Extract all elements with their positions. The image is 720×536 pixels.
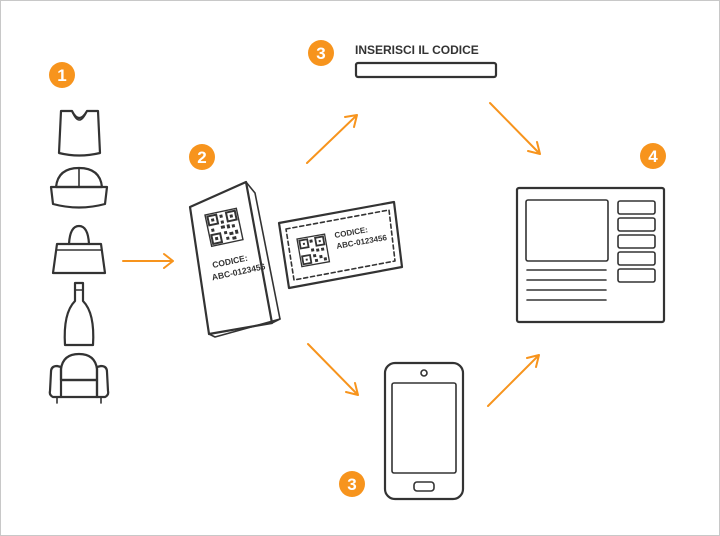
svg-text:3: 3 (347, 475, 356, 494)
code-input-field (354, 61, 498, 79)
svg-text:1: 1 (57, 66, 66, 85)
handbag-icon (51, 224, 107, 275)
step-1-badge: 1 (49, 62, 75, 88)
result-menu-button (617, 234, 656, 249)
tag-qr-code (296, 233, 331, 268)
svg-text:3: 3 (316, 44, 325, 63)
tshirt-icon (57, 109, 102, 157)
armchair-icon (48, 352, 110, 404)
bottle-icon (63, 281, 95, 347)
arrow-products-to-certificate (122, 253, 174, 269)
tag-code: CODICE: ABC-0123456 (334, 225, 388, 251)
result-text-lines (526, 269, 607, 301)
certificate-qr-code (204, 207, 244, 248)
certificate-code: CODICE: ABC-0123456 (211, 253, 266, 283)
arrow-phone-to-result (487, 354, 540, 407)
result-webpage (515, 186, 666, 324)
step-3-badge-mobile: 3 (339, 471, 365, 497)
step-2-badge: 2 (189, 144, 215, 170)
smartphone-icon (383, 361, 465, 501)
result-image-placeholder (525, 199, 609, 262)
result-menu-button (617, 268, 656, 283)
cap-icon (49, 166, 109, 209)
product-tag (277, 200, 404, 290)
step-3-badge-web: 3 (308, 40, 334, 66)
arrow-certificate-to-web-code (306, 114, 358, 164)
certificate-booklet (188, 180, 281, 338)
result-menu-button (617, 251, 656, 266)
result-menu-button (617, 217, 656, 232)
svg-text:4: 4 (648, 147, 658, 166)
result-menu-button (617, 200, 656, 215)
step-4-badge: 4 (640, 143, 666, 169)
arrow-certificate-to-phone (307, 343, 359, 396)
code-entry-label: INSERISCI IL CODICE (355, 43, 479, 57)
svg-text:2: 2 (197, 148, 206, 167)
arrow-web-code-to-result (489, 102, 541, 155)
